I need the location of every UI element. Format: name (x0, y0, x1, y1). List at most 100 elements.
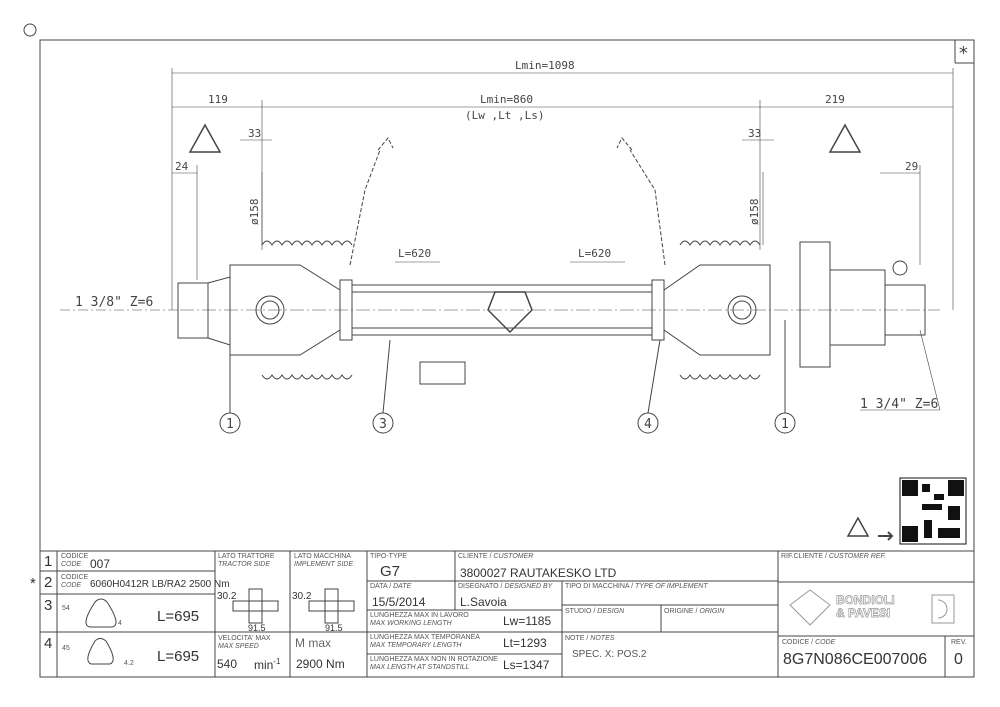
right-shaft-spec: 1 3/4" Z=6 (860, 397, 938, 412)
logo-line-2: & PAVESI (836, 606, 891, 620)
origin-label: ORIGINE / ORIGIN (664, 608, 724, 616)
label-it: ORIGINE / (664, 608, 698, 615)
label-it: DISEGNATO / (458, 583, 503, 590)
tractor-yoke-hub (177, 282, 209, 339)
safety-chain (616, 137, 666, 266)
lt-value: Lt=1293 (503, 636, 547, 650)
label-en: MAX TEMPORARY LENGTH (370, 642, 462, 649)
type-value: G7 (380, 563, 401, 580)
guard-bellows (679, 240, 761, 246)
balloon-1: 1 (226, 417, 234, 432)
hole-mark (23, 23, 37, 37)
logo-line-1: BONDIOLI (836, 593, 895, 607)
dim-left-dia: ø158 (248, 199, 261, 226)
label-it: STUDIO / (565, 608, 596, 615)
row-1-code: 007 (90, 557, 111, 571)
label-it: LUNGHEZZA MAX NON IN ROTAZIONE (370, 656, 498, 663)
label-en: ORIGIN (699, 608, 725, 615)
dim-left-33: 33 (248, 127, 261, 140)
customer-label: CLIENTE / CUSTOMER (458, 553, 533, 561)
code-value: 8G7N086CE007006 (783, 651, 928, 668)
tractor-side-d: 30.2 (217, 591, 237, 602)
guard-bellows (261, 240, 353, 246)
designer-label: DISEGNATO / DESIGNED BY (458, 583, 552, 591)
label-it: DATA / (370, 583, 392, 590)
label-it: LATO TRATTORE (218, 553, 275, 560)
notes-value: SPEC. X: POS.2 (572, 649, 647, 660)
balloon-4: 4 (644, 417, 652, 432)
customer-value: 3800027 RAUTAKESKO LTD (460, 566, 617, 580)
row-3-dim-h: 54 (62, 605, 70, 612)
row-4-length: L=695 (157, 648, 200, 665)
dim-right-33: 33 (748, 127, 761, 140)
dim-right-ext: 219 (825, 93, 845, 106)
tractor-sticker-icon (419, 361, 466, 385)
guard-bellows (679, 374, 761, 380)
dim-lmin-note: (Lw ,Lt ,Ls) (465, 109, 544, 122)
tube-profile-3 (85, 598, 117, 628)
label-en: IMPLEMENT SIDE (294, 561, 354, 568)
label-it: RIF.CLIENTE / (781, 553, 827, 560)
qr-code-icon (899, 477, 967, 545)
label-en: TRACTOR SIDE (218, 561, 270, 568)
label-en: MAX WORKING LENGTH (370, 620, 452, 627)
label-en: NOTES (590, 635, 615, 642)
row-2-code: 6060H0412R LB/RA2 2500 Nm (90, 579, 230, 590)
label-en: CODE (815, 639, 836, 646)
speed-value: 540 (217, 657, 238, 671)
implement-type-label: TIPO DI MACCHINA / TYPE OF IMPLEMENT (565, 583, 708, 591)
rev-label: REV. (951, 639, 967, 646)
label-it: TIPO DI MACCHINA / (565, 583, 634, 590)
label-en: MAX SPEED (218, 643, 259, 650)
balloon-1b: 1 (781, 417, 789, 432)
torque-label: M max (295, 636, 331, 650)
dim-right-dia: ø158 (748, 199, 761, 226)
balloon-group (219, 320, 796, 434)
arrow-right-icon (878, 531, 894, 541)
label-it: CODICE (61, 574, 89, 581)
corner-mark: * (958, 43, 969, 64)
lw-value: Lw=1185 (503, 614, 552, 628)
tube-profile-4 (87, 638, 114, 665)
row-1-num: 1 (44, 553, 53, 570)
guard-bellows (261, 374, 353, 380)
label-en: DATE (393, 583, 412, 590)
implement-side-d: 30.2 (292, 591, 312, 602)
code-label: CODICE / CODE (782, 639, 835, 647)
designer-value: L.Savoia (460, 595, 507, 609)
dim-right-tube: L=620 (578, 247, 611, 260)
row-2-num: 2 (44, 574, 53, 591)
label-it: CODICE / (782, 639, 814, 646)
dim-lmin-total: Lmin=1098 (515, 59, 575, 72)
logo-text: BONDIOLI& PAVESI (836, 593, 895, 620)
speed-unit: min-1 (254, 657, 280, 672)
rev-value: 0 (954, 651, 963, 668)
label-it: LUNGHEZZA MAX IN LAVORO (370, 612, 469, 619)
torque-value: 2900 Nm (296, 657, 345, 671)
dim-left-ext: 119 (208, 93, 228, 106)
date-label: DATA / DATE (370, 583, 411, 591)
warning-icon (846, 516, 870, 537)
label-it: VELOCITA' MAX (218, 635, 271, 642)
safety-chain (349, 137, 394, 266)
ls-value: Ls=1347 (503, 658, 550, 672)
dim-lmin-inner: Lmin=860 (480, 93, 533, 106)
row-4-dim-h: 45 (62, 645, 70, 652)
unit: min (254, 658, 274, 672)
left-shaft-spec: 1 3/8" Z=6 (75, 295, 153, 310)
row-3-length: L=695 (157, 608, 200, 625)
label-it: CLIENTE / (458, 553, 492, 560)
label-en: DESIGNED BY (504, 583, 553, 590)
label-en: CUSTOMER REF. (828, 553, 886, 560)
cross-journal-icon (232, 588, 355, 624)
label-en: CODE (61, 561, 82, 568)
exponent: -1 (273, 657, 281, 666)
label-en: DESIGN (597, 608, 625, 615)
